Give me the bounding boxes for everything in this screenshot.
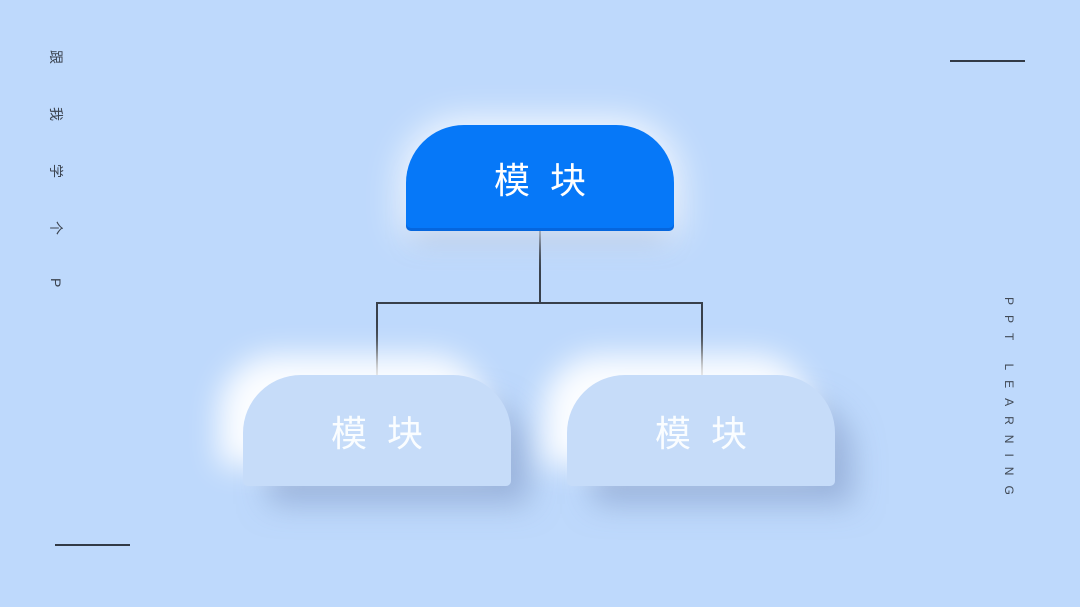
connector-horizontal-bar	[377, 302, 703, 304]
connector-root-vertical	[539, 231, 541, 303]
bottom-left-rule	[55, 544, 130, 546]
diagram-child-node-left: 模块	[243, 375, 511, 486]
root-node-label: 模块	[493, 160, 606, 201]
connector-right-drop	[701, 302, 703, 382]
top-right-rule	[950, 60, 1025, 62]
child-right-node-label: 模块	[654, 412, 767, 454]
connector-left-drop	[376, 302, 378, 382]
child-left-node-label: 模块	[330, 412, 443, 454]
diagram-root-node: 模块	[406, 125, 674, 231]
right-watermark-text: PPT LEARNING	[1002, 297, 1016, 505]
diagram-child-node-right: 模块	[567, 375, 835, 486]
left-watermark-text: 跟我学个P	[48, 50, 64, 331]
